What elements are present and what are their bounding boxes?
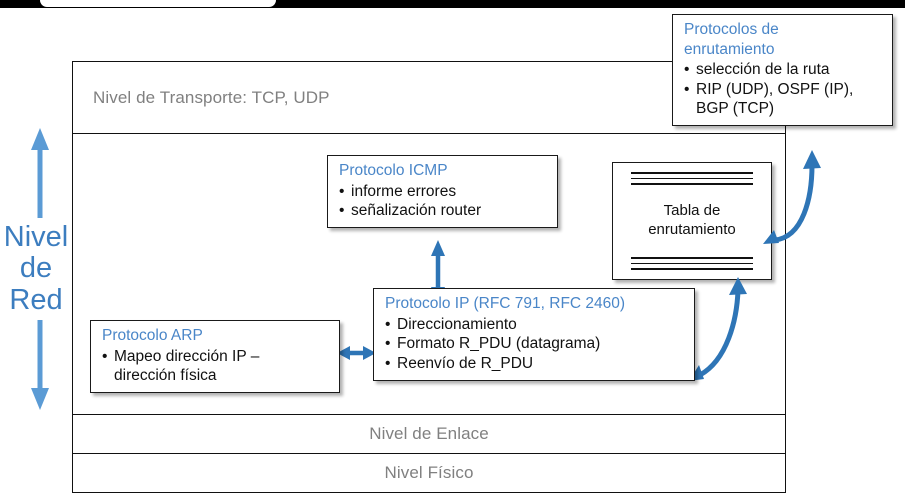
layer-label-transport: Nivel de Transporte: TCP, UDP xyxy=(93,87,330,107)
callout-ip: Protocolo IP (RFC 791, RFC 2460) Direcci… xyxy=(373,288,695,381)
network-layer-label: Nivel de Red xyxy=(3,221,69,316)
list-item: informe errores xyxy=(339,182,548,202)
routing-table-document: Tabla de enrutamiento xyxy=(612,162,772,280)
callout-bullets-routing-protocols: selección de la ruta RIP (UDP), OSPF (IP… xyxy=(684,60,883,119)
callout-title-arp: Protocolo ARP xyxy=(102,327,203,344)
list-item: Formato R_PDU (datagrama) xyxy=(385,334,685,354)
top-bar-notch xyxy=(40,0,276,7)
layer-row-link: Nivel de Enlace xyxy=(72,414,786,454)
document-bottom-lines-icon xyxy=(631,257,753,270)
network-layer-double-arrow-icon xyxy=(31,128,49,410)
layer-label-physical: Nivel Físico xyxy=(384,463,474,482)
callout-icmp: Protocolo ICMP informe errores señalizac… xyxy=(327,155,558,228)
callout-arp: Protocolo ARP Mapeo dirección IP – direc… xyxy=(90,320,340,393)
layer-label-link: Nivel de Enlace xyxy=(369,424,489,443)
callout-title-routing-protocols: Protocolos de enrutamiento xyxy=(684,21,779,58)
callout-bullets-ip: Direccionamiento Formato R_PDU (datagram… xyxy=(385,315,685,374)
layer-row-transport: Nivel de Transporte: TCP, UDP xyxy=(72,61,786,134)
list-item: RIP (UDP), OSPF (IP), BGP (TCP) xyxy=(684,80,883,119)
callout-bullets-icmp: informe errores señalización router xyxy=(339,182,548,221)
list-item: Direccionamiento xyxy=(385,315,685,335)
list-item: señalización router xyxy=(339,201,548,221)
callout-routing-protocols: Protocolos de enrutamiento selección de … xyxy=(672,14,893,127)
list-item: Mapeo dirección IP – dirección física xyxy=(102,347,330,386)
document-top-lines-icon xyxy=(631,172,753,185)
network-layer-span-indicator: Nivel de Red xyxy=(0,126,72,412)
layer-row-physical: Nivel Físico xyxy=(72,453,786,493)
top-black-bar xyxy=(0,0,905,8)
routing-table-label: Tabla de enrutamiento xyxy=(648,202,736,238)
callout-bullets-arp: Mapeo dirección IP – dirección física xyxy=(102,347,330,386)
callout-title-icmp: Protocolo ICMP xyxy=(339,162,448,179)
list-item: Reenvío de R_PDU xyxy=(385,354,685,374)
callout-title-ip: Protocolo IP (RFC 791, RFC 2460) xyxy=(385,295,626,312)
list-item: selección de la ruta xyxy=(684,60,883,80)
